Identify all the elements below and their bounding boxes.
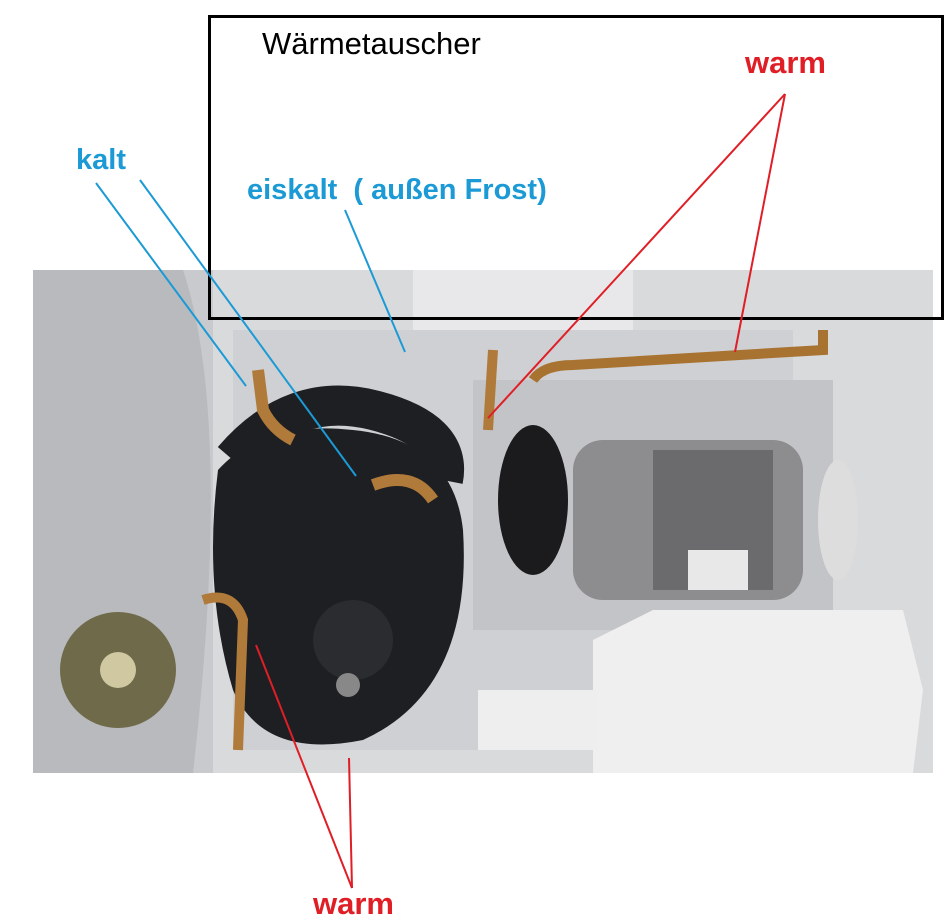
- warm-label-bottom: warm: [313, 886, 394, 921]
- warm-pointer-line: [487, 93, 786, 419]
- heat-exchanger-label: Wärmetauscher: [262, 26, 481, 61]
- warm-label-top: warm: [745, 45, 826, 80]
- ice-cold-pointer-line: [344, 209, 406, 353]
- cold-label: kalt: [76, 144, 126, 176]
- compressor: [213, 428, 464, 745]
- cold-pointer-line: [95, 182, 247, 387]
- pulley: [498, 425, 568, 575]
- warm-pointer-line: [734, 93, 786, 353]
- dryer-heat-pump-photo: [33, 270, 933, 773]
- warm-bottom-pointer-line: [255, 644, 353, 889]
- copper-pipe: [252, 369, 296, 446]
- cold-pointer-line: [139, 179, 357, 477]
- plastic-housing: [593, 610, 923, 773]
- copper-pipe-warm: [528, 330, 828, 384]
- heat-exchanger-box: [208, 15, 944, 320]
- warm-bottom-pointer-line: [348, 757, 353, 889]
- ice-cold-label: eiskalt ( außen Frost): [247, 174, 547, 206]
